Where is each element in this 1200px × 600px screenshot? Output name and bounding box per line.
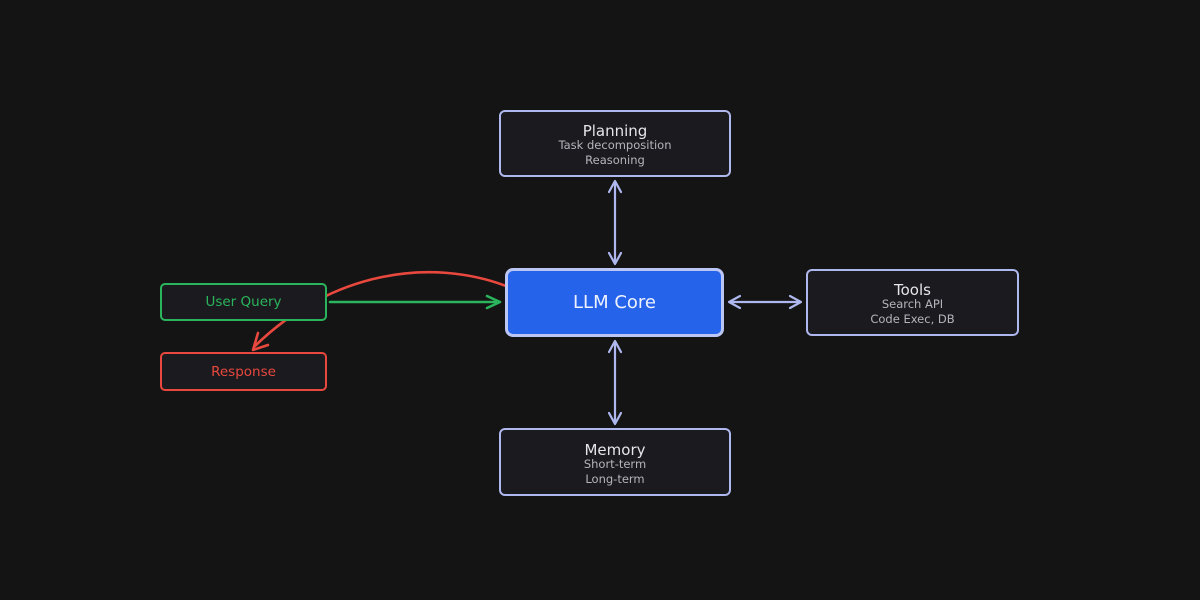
node-planning: Planning Task decomposition Reasoning <box>499 110 731 177</box>
node-user-query: User Query <box>160 283 327 321</box>
node-planning-subline: Task decomposition <box>558 138 672 152</box>
node-response-label: Response <box>211 363 276 380</box>
node-tools-title: Tools <box>894 281 931 299</box>
arrowhead-memory-up <box>607 339 623 354</box>
arrowhead-core-response <box>251 331 270 352</box>
arrowhead-tools-left <box>727 294 742 310</box>
node-tools: Tools Search API Code Exec, DB <box>806 269 1019 336</box>
node-llm-core: LLM Core <box>505 268 724 337</box>
node-planning-title: Planning <box>582 122 648 140</box>
arrowhead-tools-right <box>788 294 803 310</box>
node-user-query-label: User Query <box>205 294 282 310</box>
arrowhead-userquery-core <box>485 294 502 310</box>
node-memory-subline: Short-term <box>583 456 647 471</box>
node-tools-subline: Code Exec, DB <box>870 312 955 326</box>
node-memory-title: Memory <box>584 440 646 459</box>
node-tools-subline: Search API <box>881 297 944 311</box>
arrowhead-memory-down <box>607 411 623 426</box>
arrowhead-planning-up <box>607 179 623 194</box>
node-memory: Memory Short-term Long-term <box>499 428 731 496</box>
node-planning-subline: Reasoning <box>585 153 645 167</box>
node-llm-core-title: LLM Core <box>573 292 656 313</box>
node-response: Response <box>160 352 327 391</box>
arrowhead-core-down <box>607 251 623 266</box>
node-memory-subline: Long-term <box>585 471 645 486</box>
